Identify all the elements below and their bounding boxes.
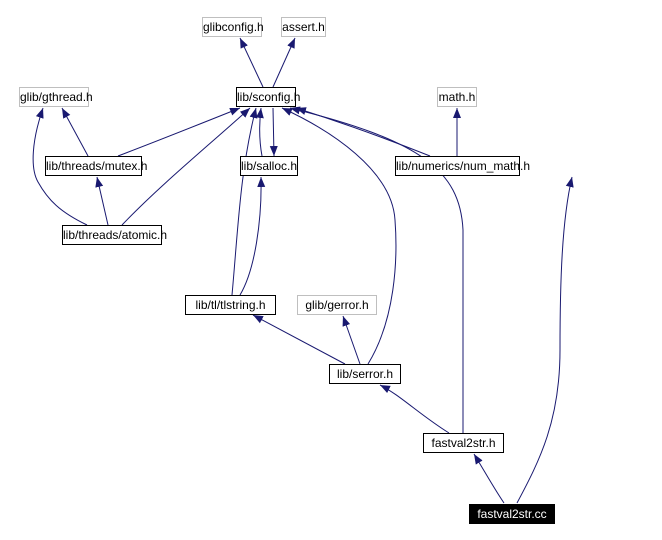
edge-atomic-mutex (95, 176, 109, 226)
edge-serror-tlstring (252, 314, 346, 365)
node-lib-sconfig-h[interactable]: lib/sconfig.h (236, 87, 300, 107)
edge-atomic-gthread (32, 107, 88, 226)
edge-salloc-sconfig (255, 107, 264, 157)
node-lib-serror-h[interactable]: lib/serror.h (329, 364, 401, 384)
node-lib-tl-tlstring-h[interactable]: lib/tl/tlstring.h (185, 295, 276, 315)
node-glibconfig-h: glibconfig.h (202, 17, 264, 37)
node-lib-numerics-num-math-h[interactable]: lib/numerics/num_math.h (395, 156, 530, 176)
edge-cc-num-math (516, 176, 574, 504)
node-math-h: math.h (437, 87, 477, 107)
edge-mutex-sconfig (117, 107, 241, 157)
edge-fastval2str-h-serror (379, 384, 450, 434)
node-glib-gerror-h: glib/gerror.h (297, 295, 377, 315)
node-lib-threads-atomic-h[interactable]: lib/threads/atomic.h (62, 225, 167, 245)
node-lib-salloc-h[interactable]: lib/salloc.h (240, 156, 298, 176)
edge-sconfig-salloc (269, 107, 278, 157)
edge-cc-fastval2str-h (473, 453, 505, 504)
edge-mutex-gthread (61, 107, 89, 157)
node-glib-gthread-h: glib/gthread.h (19, 87, 93, 107)
edge-sconfig-glibconfig (239, 37, 264, 88)
edge-serror-gerror (342, 315, 361, 365)
edge-num-math-sconfig (295, 107, 431, 157)
node-assert-h: assert.h (281, 17, 326, 37)
edge-tlstring-salloc (239, 176, 266, 296)
node-fastval2str-h[interactable]: fastval2str.h (423, 433, 504, 453)
edge-tlstring-sconfig (231, 107, 258, 296)
edge-atomic-sconfig (121, 107, 251, 226)
node-fastval2str-cc: fastval2str.cc (469, 504, 555, 524)
edge-sconfig-assert (272, 37, 296, 88)
node-lib-threads-mutex-h[interactable]: lib/threads/mutex.h (45, 156, 147, 176)
edge-serror-sconfig (281, 107, 397, 365)
